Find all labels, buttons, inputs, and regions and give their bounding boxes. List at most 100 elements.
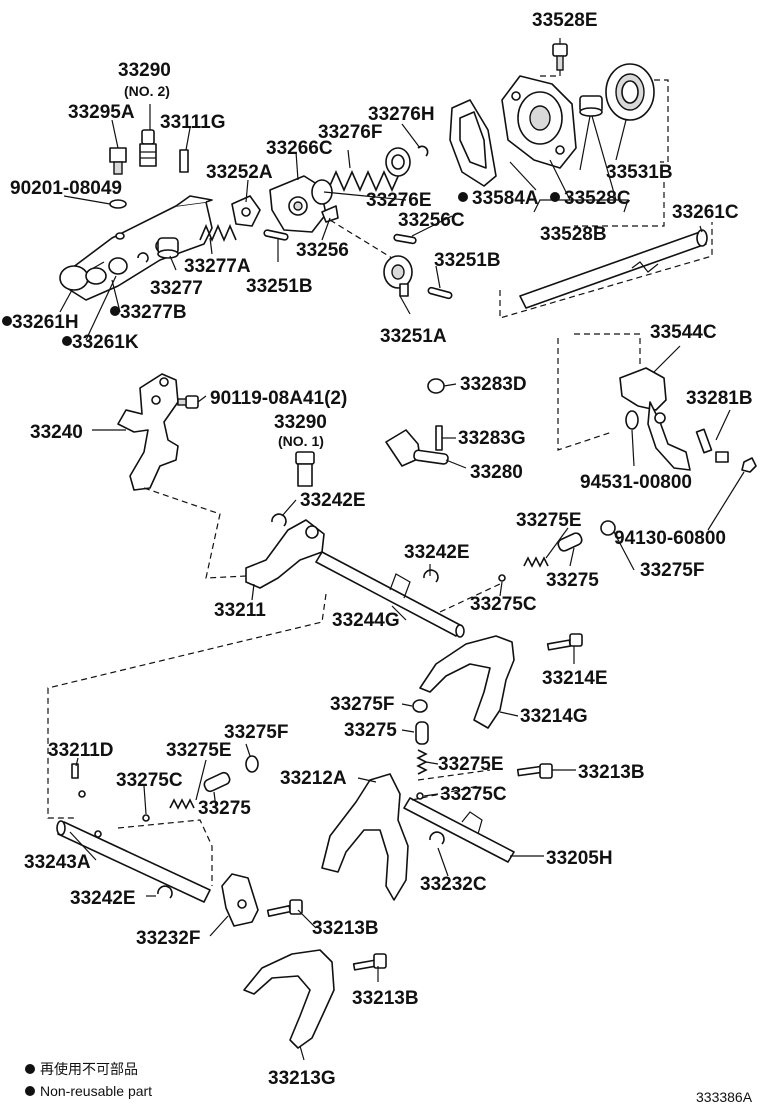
legend-text-en: Non-reusable part	[40, 1083, 152, 1099]
bushing-33528c	[579, 95, 603, 117]
label-33261k: 33261K	[72, 332, 139, 353]
bolt-33295a	[109, 147, 127, 175]
label-33213g: 33213G	[268, 1068, 336, 1089]
label-33276e: 33276E	[366, 190, 432, 211]
bolt-33213b-1	[516, 763, 553, 779]
gasket-90201	[109, 199, 127, 209]
bolt-33213b-3	[352, 953, 387, 971]
spring-33277a	[199, 223, 237, 243]
label-33277a: 33277A	[184, 256, 251, 277]
seat-33276e	[311, 179, 333, 205]
shift-lever-33240	[117, 373, 179, 491]
snap-ring-33242e-1	[271, 513, 287, 527]
label-33243a: 33243A	[24, 852, 91, 873]
label-33266c: 33266C	[266, 138, 333, 159]
label-33275c-2: 33275C	[116, 770, 183, 791]
label-33275e-2: 33275E	[166, 740, 232, 761]
pin-33283g	[435, 425, 443, 451]
label-33211d: 33211D	[48, 740, 114, 761]
legend: 再使用不可部品 Non-reusable part	[25, 1061, 152, 1099]
label-33111g: 33111G	[160, 112, 226, 133]
label-33290-no1: 33290	[274, 412, 327, 433]
label-33256c: 33256C	[398, 210, 465, 231]
ball-33275c-2	[416, 792, 424, 800]
label-33280: 33280	[470, 462, 523, 483]
shift-head-33232f	[221, 873, 259, 927]
non-reusable-dot-33528c	[550, 192, 560, 202]
label-33544c: 33544C	[650, 322, 717, 343]
shift-lever-33211	[245, 519, 325, 589]
part-labels: 33528E 33290 (NO. 2) 33295A 33111G 33276…	[2, 10, 753, 1089]
cap-33283d	[427, 378, 445, 394]
shift-shaft-33205h	[403, 797, 515, 863]
label-90201-08049: 90201-08049	[10, 178, 122, 199]
label-33275e-3: 33275E	[438, 754, 504, 775]
shift-fork-33212a	[321, 773, 409, 901]
label-33242e-3: 33242E	[70, 888, 136, 909]
pin-33256c	[393, 233, 417, 245]
label-33214g: 33214G	[520, 706, 588, 727]
label-33251a: 33251A	[380, 326, 447, 347]
dashed-guide	[574, 333, 641, 366]
label-33276f: 33276F	[318, 122, 382, 143]
dashed-guide	[143, 487, 247, 579]
label-33275-2: 33275	[344, 720, 397, 741]
label-33205h: 33205H	[546, 848, 613, 869]
bushing-33277b	[85, 267, 107, 285]
label-33277: 33277	[150, 278, 203, 299]
label-33275e-1: 33275E	[516, 510, 582, 531]
pin-33251b-left	[263, 229, 289, 241]
label-33242e-2: 33242E	[404, 542, 470, 563]
label-33213b-1: 33213B	[578, 762, 645, 783]
shift-fork-33213g	[243, 949, 335, 1049]
snap-ring-33242e-3	[157, 885, 173, 899]
spring-33275e-2	[416, 749, 428, 775]
ball-33275c-4	[142, 814, 150, 822]
plug-33275f-2	[412, 699, 428, 713]
dashed-guide	[540, 70, 561, 77]
label-33275c-3: 33275C	[440, 784, 507, 805]
oil-seal-33531b	[605, 63, 655, 121]
label-33283d: 33283D	[460, 374, 527, 395]
bolt-33213b-2	[266, 899, 303, 918]
label-33275f-1: 33275F	[640, 560, 704, 581]
washer-94531	[625, 410, 639, 430]
label-33290-no1-note: (NO. 1)	[278, 433, 324, 449]
dashed-guide	[557, 338, 613, 451]
bolt-33528e-top	[552, 43, 568, 71]
label-33295a: 33295A	[68, 102, 135, 123]
label-33283g: 33283G	[458, 428, 526, 449]
gasket-33584a	[449, 99, 497, 187]
label-33244g: 33244G	[332, 610, 400, 631]
shift-shaft-33280	[385, 429, 449, 467]
nut-94130	[741, 457, 757, 473]
label-33211: 33211	[214, 600, 266, 621]
legend-dot-en	[25, 1086, 35, 1096]
shaft-33261c	[519, 229, 708, 309]
figure-id: 333386A	[696, 1089, 753, 1105]
bushing-33277	[157, 237, 179, 259]
label-33240: 33240	[30, 422, 83, 443]
leader-lines	[59, 38, 745, 1061]
legend-dot-ja	[25, 1064, 35, 1074]
label-33214e: 33214E	[542, 668, 608, 689]
spring-33275e-1	[523, 556, 549, 568]
label-33531b: 33531B	[606, 162, 673, 183]
non-reusable-dot-33584a	[458, 192, 468, 202]
label-33277b: 33277B	[120, 302, 187, 323]
shift-head-33544c	[619, 367, 691, 471]
label-94130-60800: 94130-60800	[614, 528, 726, 549]
spring-33275e-3	[169, 798, 195, 810]
bolt-33281b	[695, 428, 729, 463]
bolt-90119	[177, 395, 199, 409]
plug-33275f-1	[600, 520, 616, 536]
non-reusable-dot-33277b	[110, 306, 120, 316]
label-33281b: 33281B	[686, 388, 753, 409]
label-33261h: 33261H	[12, 312, 79, 333]
label-33251b-left: 33251B	[246, 276, 313, 297]
spring-seat-33276h	[385, 145, 429, 177]
ball-33275c-3	[78, 790, 86, 798]
shift-fork-33214g	[419, 635, 515, 729]
dashed-guide	[117, 819, 213, 886]
